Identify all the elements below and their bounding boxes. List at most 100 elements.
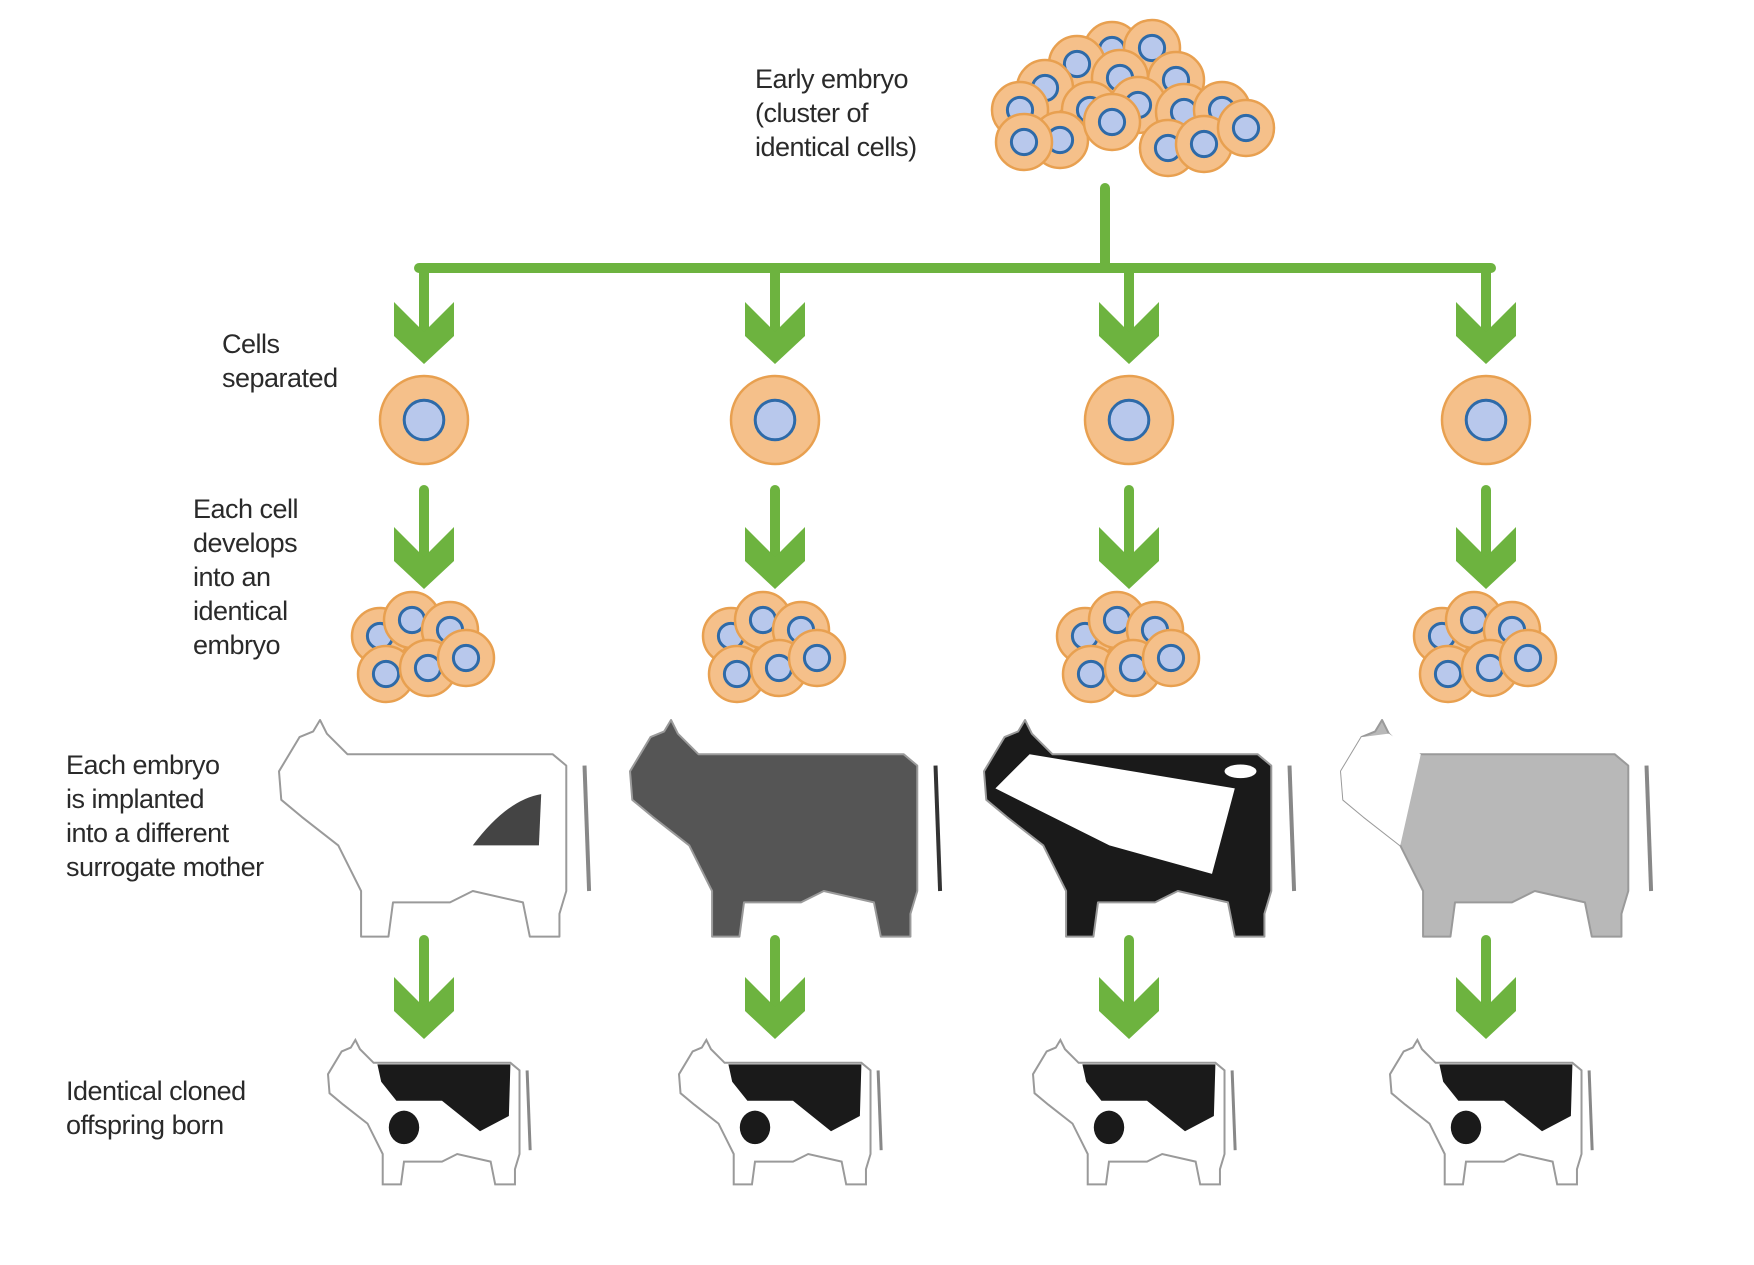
calf-icon	[677, 1037, 883, 1186]
label-early-embryo: Early embryo (cluster of identical cells…	[755, 62, 917, 164]
early-embryo-cluster	[990, 18, 1276, 178]
calf-icon	[1031, 1037, 1237, 1186]
cow-tail	[933, 765, 943, 892]
cell-nucleus	[1062, 49, 1092, 79]
label-each-cell-develops: Each cell develops into an identical emb…	[193, 492, 299, 662]
arrow-head	[394, 302, 454, 364]
embryo-cell	[1082, 92, 1142, 152]
develop-arrow-icon	[1099, 485, 1159, 589]
label-line: into an	[193, 562, 271, 592]
label-line: Each cell	[193, 494, 299, 524]
arrow-head	[1099, 302, 1159, 364]
cell-nucleus	[1137, 33, 1167, 63]
cell-nucleus	[371, 659, 401, 689]
cow-tail	[582, 765, 592, 892]
separated-cells	[378, 374, 1532, 466]
arrow-head	[1456, 302, 1516, 364]
embryo-cell	[1141, 628, 1201, 688]
calf-tail	[876, 1070, 883, 1151]
develop-arrow-icon	[1456, 485, 1516, 589]
calf-patch	[1093, 1110, 1125, 1145]
calf-patch	[1450, 1110, 1482, 1145]
cow-marking	[995, 754, 1235, 874]
surrogate-cow-icon	[629, 719, 943, 938]
label-line: surrogate mother	[66, 852, 264, 882]
cell-nucleus	[1433, 659, 1463, 689]
surrogate-mothers	[278, 719, 1654, 938]
cell-nucleus	[402, 398, 446, 442]
cell-nucleus	[802, 643, 832, 673]
label-line: into a different	[66, 818, 229, 848]
label-line: Early embryo	[755, 64, 909, 94]
embryo-cell	[1216, 98, 1276, 158]
calf-tail	[1587, 1070, 1594, 1151]
arrow-head	[1456, 527, 1516, 589]
cow-body	[629, 719, 919, 938]
cell-nucleus	[1009, 127, 1039, 157]
identical-embryos	[350, 590, 1558, 704]
branch-arrow-icon	[394, 263, 454, 364]
arrow-head	[394, 977, 454, 1039]
cell-nucleus	[1156, 643, 1186, 673]
label-identical-offspring: Identical cloned offspring born	[66, 1074, 246, 1142]
embryo-cell	[787, 628, 847, 688]
embryo-cell	[1498, 628, 1558, 688]
arrow-head	[745, 527, 805, 589]
branch-arrow-icon	[1099, 263, 1159, 364]
small-embryo-icon	[1412, 590, 1558, 704]
calf-tail	[525, 1070, 532, 1151]
label-line: develops	[193, 528, 298, 558]
label-line: embryo	[193, 630, 281, 660]
calf-icon	[1388, 1037, 1594, 1186]
separated-cell-icon	[378, 374, 470, 466]
surrogate-cow-icon	[278, 719, 592, 938]
birth-arrow-icon	[1456, 935, 1516, 1039]
arrow-head	[394, 527, 454, 589]
label-line: offspring born	[66, 1110, 224, 1140]
cell-nucleus	[1513, 643, 1543, 673]
cell-nucleus	[1231, 113, 1261, 143]
label-line: is implanted	[66, 784, 205, 814]
cell-nucleus	[1464, 398, 1508, 442]
cow-tail	[1644, 765, 1654, 892]
calf-patch	[377, 1064, 511, 1132]
arrow-head	[745, 302, 805, 364]
arrow-head	[1456, 977, 1516, 1039]
calf-patch	[388, 1110, 420, 1145]
birth-arrow-icon	[394, 935, 454, 1039]
label-line: separated	[222, 363, 338, 393]
calf-patch	[1439, 1064, 1573, 1132]
cow-body	[278, 719, 568, 938]
label-each-embryo-implanted: Each embryo is implanted into a differen…	[66, 748, 264, 884]
small-embryo-icon	[701, 590, 847, 704]
calf-patch	[739, 1110, 771, 1145]
embryo-cell	[994, 112, 1054, 172]
develop-arrow-icon	[745, 485, 805, 589]
cow-patch	[472, 794, 542, 846]
separated-cell-icon	[729, 374, 821, 466]
calf-tail	[1230, 1070, 1237, 1151]
label-line: identical cells)	[755, 132, 917, 162]
label-cells-separated: Cells separated	[222, 327, 338, 395]
separated-cell-icon	[1083, 374, 1175, 466]
flow-arrows	[394, 183, 1516, 1039]
label-line: Each embryo	[66, 750, 220, 780]
cloned-offspring	[326, 1037, 1594, 1186]
birth-arrow-icon	[745, 935, 805, 1039]
birth-arrow-icon	[1099, 935, 1159, 1039]
branch-arrow-icon	[745, 263, 805, 364]
label-line: Identical cloned	[66, 1076, 246, 1106]
arrow-head	[745, 977, 805, 1039]
separated-cell-icon	[1440, 374, 1532, 466]
label-line: identical	[193, 596, 288, 626]
cell-nucleus	[1107, 398, 1151, 442]
cell-nucleus	[451, 643, 481, 673]
calf-icon	[326, 1037, 532, 1186]
label-line: Cells	[222, 329, 280, 359]
cell-nucleus	[722, 659, 752, 689]
develop-arrow-icon	[394, 485, 454, 589]
surrogate-cow-icon	[1340, 719, 1654, 938]
surrogate-cow-icon	[983, 719, 1297, 938]
cow-tail	[1287, 765, 1297, 892]
calf-patch	[1082, 1064, 1216, 1132]
